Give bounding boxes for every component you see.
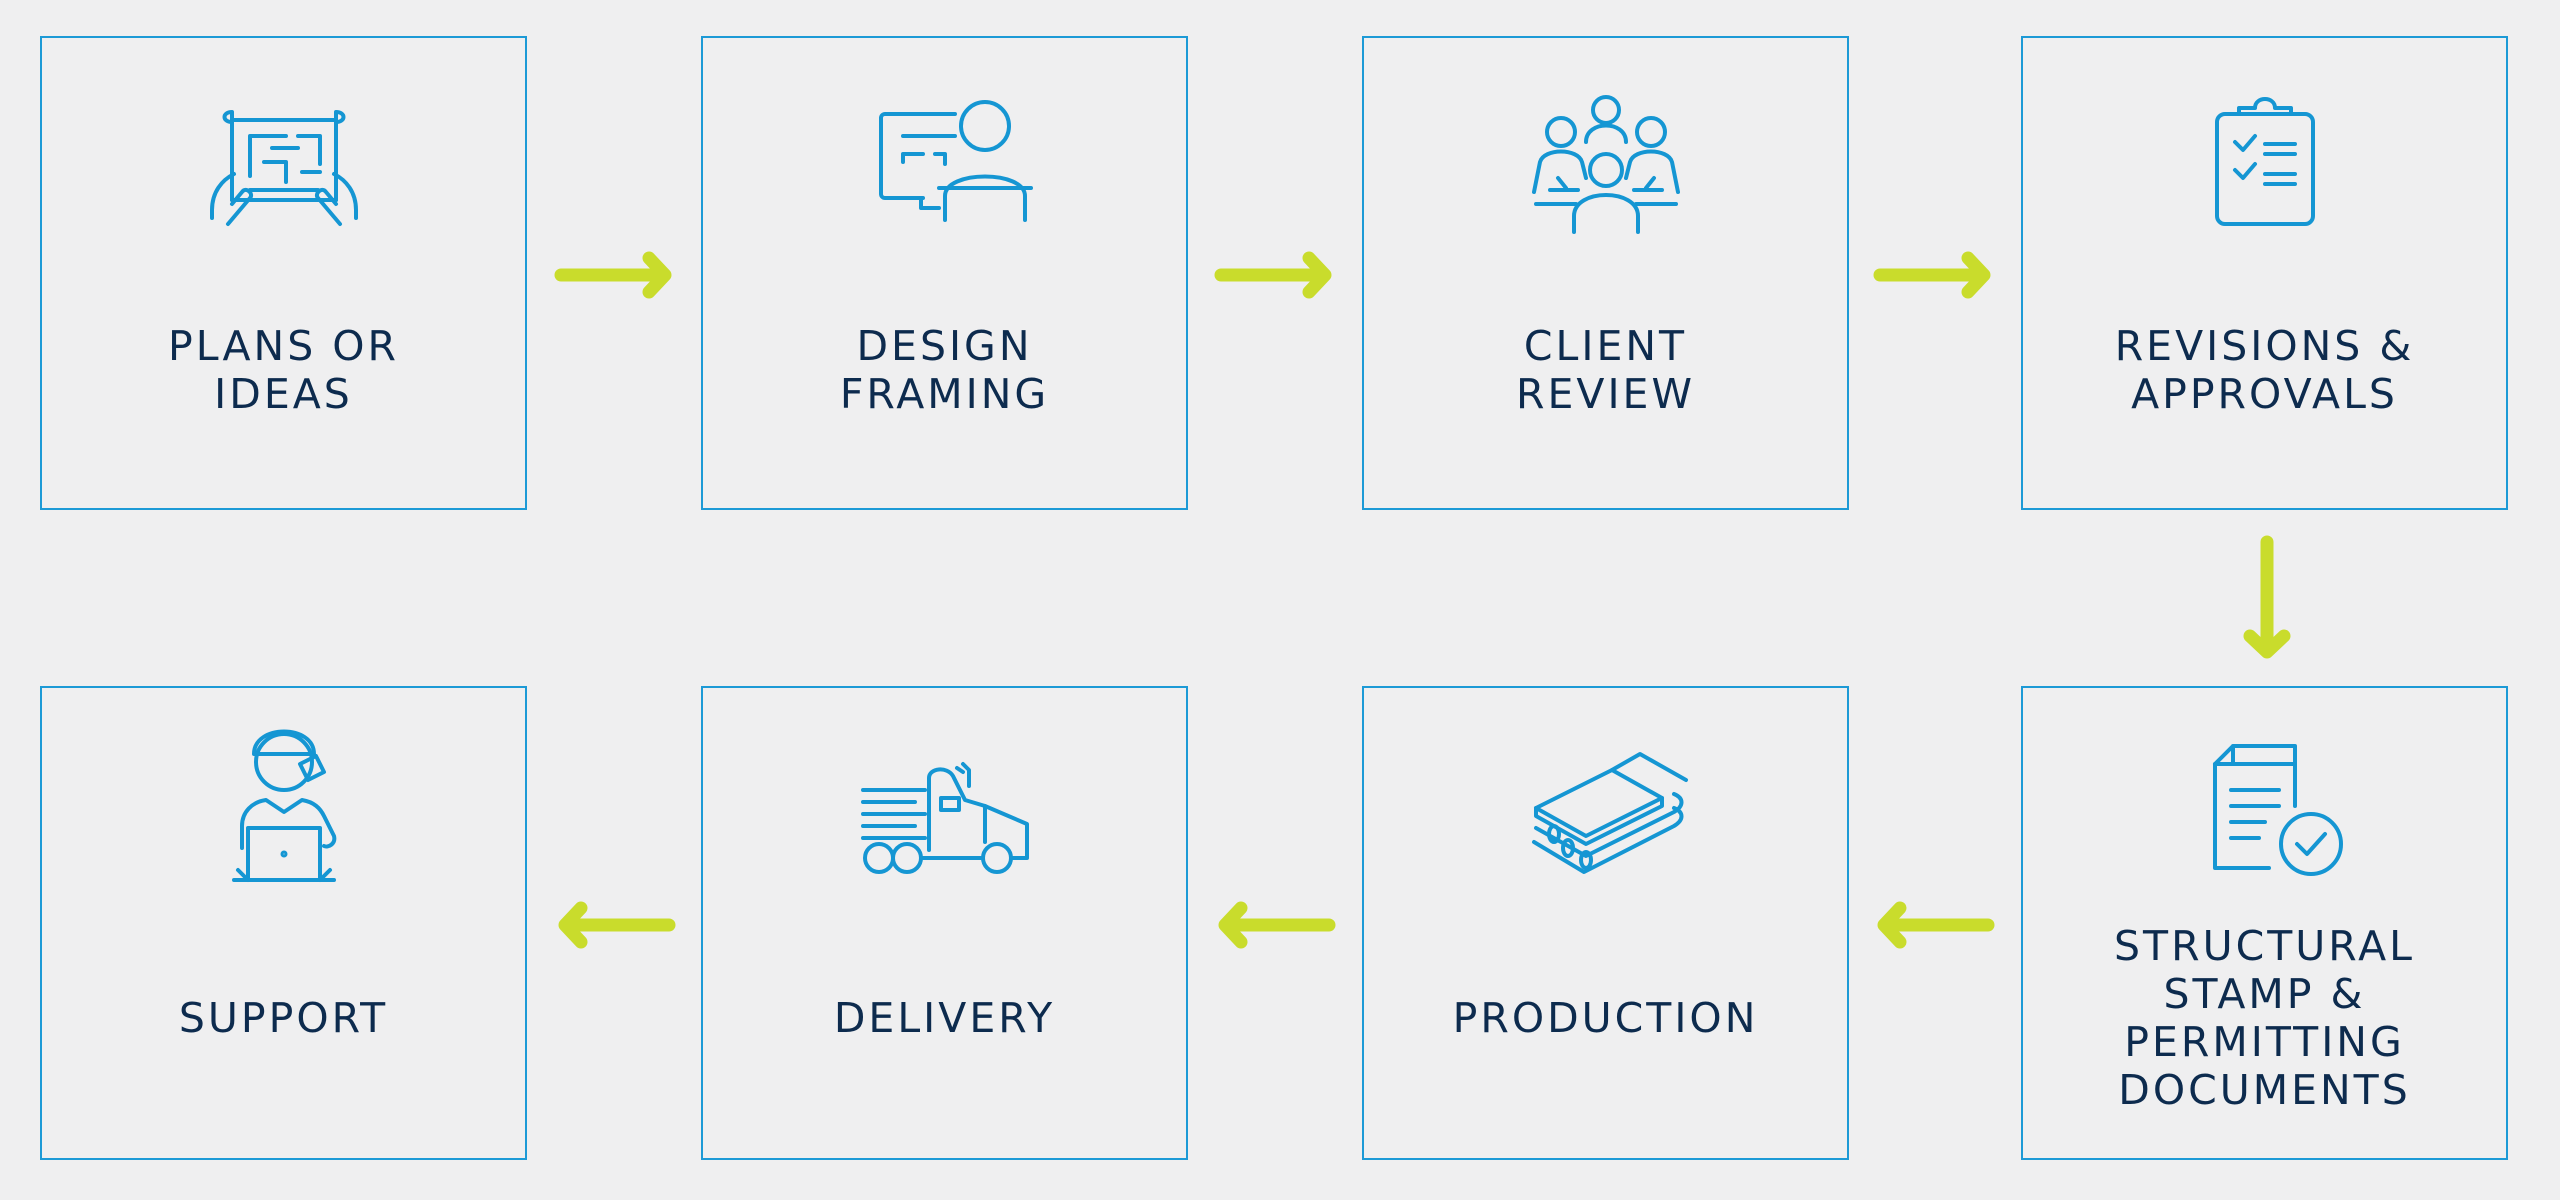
- step-label: REVISIONS & APPROVALS: [2114, 322, 2415, 418]
- step-plans-or-ideas: PLANS OR IDEAS: [40, 36, 527, 510]
- flow-arrow-left: [1215, 900, 1336, 950]
- step-structural-stamp: STRUCTURAL STAMP & PERMITTING DOCUMENTS: [2021, 686, 2508, 1160]
- lumber-beams-icon: [1506, 742, 1706, 892]
- step-production: PRODUCTION: [1362, 686, 1849, 1160]
- step-support: SUPPORT: [40, 686, 527, 1160]
- step-label: DELIVERY: [833, 994, 1056, 1042]
- approved-document-icon: [2165, 742, 2365, 892]
- flow-arrow-down: [2242, 535, 2292, 662]
- step-label: PRODUCTION: [1452, 994, 1759, 1042]
- flatbed-truck-icon: [845, 742, 1045, 892]
- step-label: SUPPORT: [178, 994, 389, 1042]
- flow-arrow-left: [1874, 900, 1995, 950]
- step-label: PLANS OR IDEAS: [167, 322, 400, 418]
- clipboard-checklist-icon: [2165, 92, 2365, 242]
- step-design-framing: DESIGN FRAMING: [701, 36, 1188, 510]
- flow-arrow-right: [554, 250, 675, 300]
- support-technician-icon: [184, 728, 384, 882]
- step-revisions-approvals: REVISIONS & APPROVALS: [2021, 36, 2508, 510]
- designer-at-monitor-icon: [845, 92, 1045, 242]
- flow-arrow-right: [1873, 250, 1994, 300]
- step-label: DESIGN FRAMING: [839, 322, 1050, 418]
- meeting-group-icon: [1506, 92, 1706, 242]
- step-label: CLIENT REVIEW: [1516, 322, 1695, 418]
- step-label: STRUCTURAL STAMP & PERMITTING DOCUMENTS: [2114, 922, 2415, 1114]
- step-delivery: DELIVERY: [701, 686, 1188, 1160]
- step-client-review: CLIENT REVIEW: [1362, 36, 1849, 510]
- flow-arrow-left: [555, 900, 676, 950]
- flow-arrow-right: [1214, 250, 1335, 300]
- blueprint-icon: [184, 92, 384, 242]
